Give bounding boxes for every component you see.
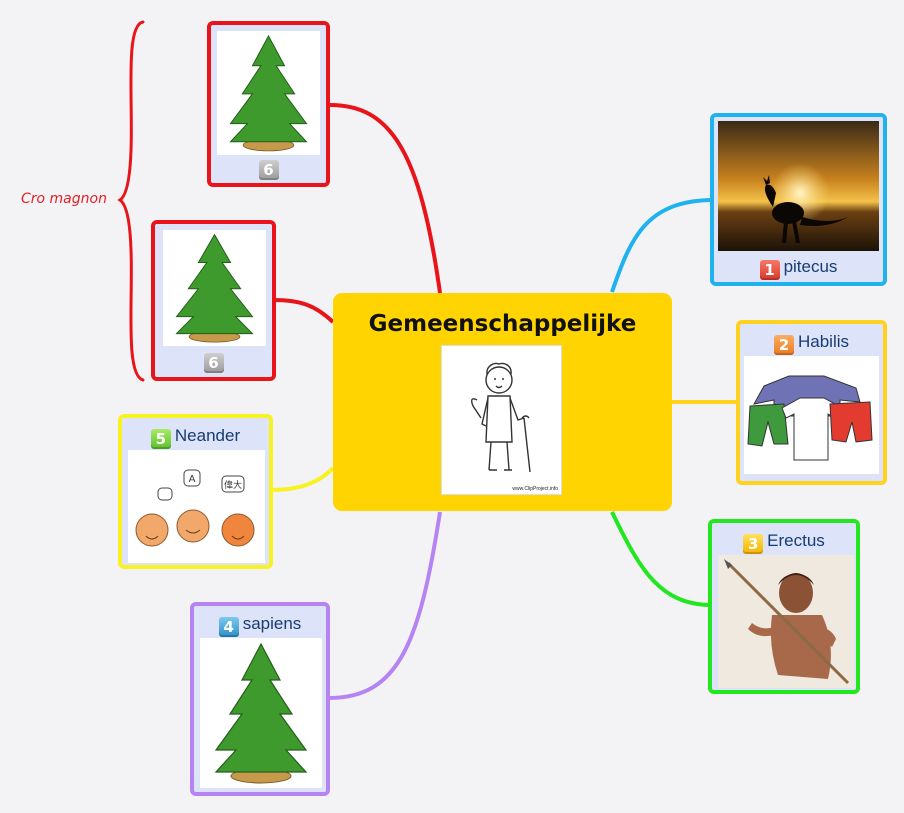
node-cro-magnon-bottom[interactable]: 6 [151,220,276,381]
speech-bubble-a: A [189,474,196,485]
node-erectus-text: Erectus [767,531,825,550]
boundary-brace [117,20,145,382]
priority-2-badge: 2 [773,335,794,355]
pine-tree-image [200,638,322,788]
connector-neander [271,466,335,492]
node-cro-magnon-bottom-label: 6 [155,350,272,373]
connector-cro-bottom [272,298,335,324]
node-neander-text: Neander [174,426,241,445]
priority-1-badge: 1 [759,260,780,280]
node-habilis-text: Habilis [797,332,850,351]
node-pitecus-text: pitecus [783,257,838,276]
connector-pitecus [610,198,715,293]
connector-cro-top [329,103,442,294]
speech-bubble-kanji: 偉大 [224,479,242,491]
priority-5-badge: 5 [150,429,171,449]
pine-tree-image [217,31,320,155]
central-topic-title: Gemeenschappelijke [368,311,637,337]
node-cro-magnon-top-label: 6 [211,157,326,180]
boundary-label: Cro magnon [21,191,107,207]
priority-6-badge: 6 [203,353,224,373]
kangaroo-sunset-image [718,121,879,251]
priority-3-badge: 3 [743,534,764,554]
talking-faces-image: A 偉大 [128,450,265,563]
connector-erectus [610,511,713,607]
node-sapiens-text: sapiens [242,614,302,633]
central-topic-image: www.ClipProject.info [441,345,562,495]
pine-tree-image [163,230,266,346]
clothes-image [744,356,879,474]
central-topic[interactable]: Gemeenschappelijke www.ClipProject.info [333,293,672,511]
node-cro-magnon-top[interactable]: 6 [207,21,330,187]
connector-sapiens [328,511,442,700]
old-man-icon [470,362,531,473]
early-human-image [718,555,854,688]
priority-6-badge: 6 [258,160,279,180]
image-credit: www.ClipProject.info [512,486,558,492]
priority-4-badge: 4 [218,617,239,637]
